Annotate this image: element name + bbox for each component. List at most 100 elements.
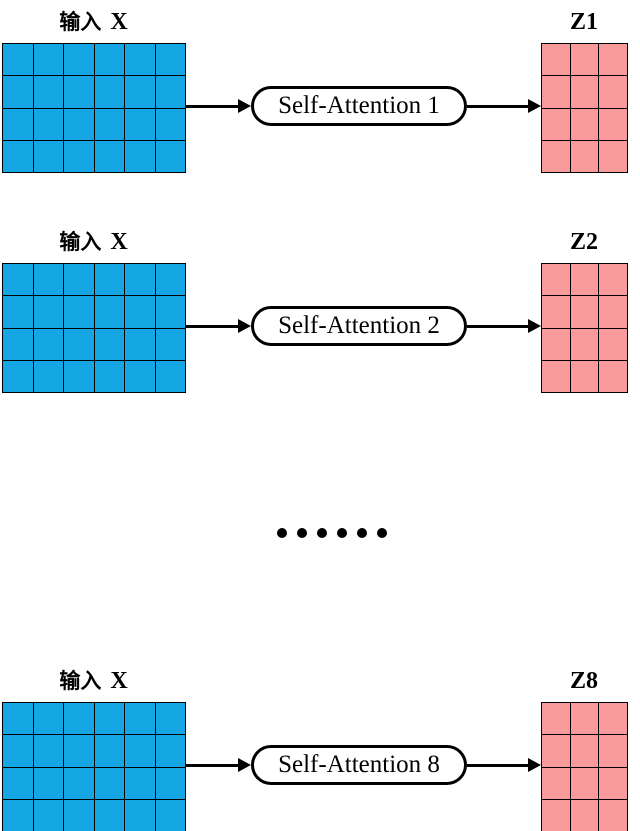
matrix-cell [64, 108, 94, 140]
matrix-cell [94, 108, 124, 140]
matrix-cell [125, 360, 155, 392]
self-attention-label: Self-Attention 1 [278, 92, 440, 119]
arrow-input-to-attention [185, 758, 251, 772]
matrix-cell [570, 735, 599, 767]
matrix-cell [3, 76, 33, 108]
arrow-input-to-attention [185, 319, 251, 333]
matrix-cell [3, 360, 33, 392]
matrix-cell [33, 76, 63, 108]
matrix-cell [542, 735, 570, 767]
attention-row-2: 输入 X Self-Attention 2 Z2 [0, 228, 640, 393]
matrix-cell [3, 799, 33, 831]
arrowhead-icon [238, 758, 251, 772]
matrix-cell [125, 735, 155, 767]
attention-row-8: 输入 X Self-Attention 8 Z8 [0, 667, 640, 831]
matrix-cell [155, 360, 185, 392]
matrix-cell [599, 328, 627, 360]
arrow-attention-to-output [467, 758, 541, 772]
matrix-cell [155, 140, 185, 172]
matrix-cell [599, 767, 627, 799]
matrix-cell [3, 108, 33, 140]
output-label: Z1 [569, 9, 598, 35]
arrow-shaft [185, 104, 238, 108]
input-label-x: X [110, 668, 128, 694]
matrix-cell [33, 767, 63, 799]
matrix-cell [33, 140, 63, 172]
arrowhead-icon [528, 99, 541, 113]
matrix-cell [64, 296, 94, 328]
matrix-cell [64, 44, 94, 76]
matrix-cell [599, 264, 627, 296]
matrix-cell [155, 799, 185, 831]
dot [357, 528, 367, 538]
arrow-shaft [467, 763, 528, 767]
matrix-cell [3, 140, 33, 172]
arrow-shaft [185, 763, 238, 767]
matrix-cell [570, 799, 599, 831]
matrix-cell [599, 735, 627, 767]
matrix-cell [155, 328, 185, 360]
self-attention-box: Self-Attention 8 [251, 745, 467, 785]
matrix-cell [155, 44, 185, 76]
dot [377, 528, 387, 538]
matrix-cell [155, 735, 185, 767]
input-matrix [2, 43, 186, 173]
matrix-cell [570, 360, 599, 392]
arrow-input-to-attention [185, 99, 251, 113]
matrix-cell [599, 108, 627, 140]
arrow-attention-to-output [467, 99, 541, 113]
matrix-cell [125, 799, 155, 831]
matrix-cell [570, 108, 599, 140]
matrix-cell [542, 360, 570, 392]
matrix-cell [542, 44, 570, 76]
matrix-cell [3, 44, 33, 76]
matrix-cell [33, 44, 63, 76]
output-label: Z8 [569, 668, 598, 694]
self-attention-box: Self-Attention 1 [251, 86, 467, 126]
input-label: 输入 X [2, 228, 185, 256]
matrix-cell [155, 767, 185, 799]
matrix-cell [599, 360, 627, 392]
matrix-cell [33, 108, 63, 140]
self-attention-label: Self-Attention 2 [278, 312, 440, 339]
matrix-cell [570, 328, 599, 360]
matrix-cell [599, 76, 627, 108]
matrix-cell [33, 703, 63, 735]
matrix-cell [125, 76, 155, 108]
matrix-cell [64, 799, 94, 831]
input-label: 输入 X [2, 8, 185, 36]
matrix-cell [33, 296, 63, 328]
input-label-cn: 输入 [59, 670, 102, 693]
matrix-cell [599, 44, 627, 76]
arrowhead-icon [528, 319, 541, 333]
matrix-cell [542, 108, 570, 140]
matrix-cell [94, 360, 124, 392]
matrix-cell [3, 264, 33, 296]
matrix-cell [542, 296, 570, 328]
matrix-cell [64, 76, 94, 108]
matrix-cell [155, 703, 185, 735]
matrix-cell [542, 799, 570, 831]
matrix-cell [542, 140, 570, 172]
matrix-cell [155, 296, 185, 328]
matrix-cell [542, 76, 570, 108]
input-matrix [2, 702, 186, 831]
matrix-cell [570, 264, 599, 296]
matrix-cell [33, 799, 63, 831]
arrow-shaft [185, 324, 238, 328]
dot [277, 528, 287, 538]
matrix-cell [125, 108, 155, 140]
matrix-cell [3, 328, 33, 360]
matrix-cell [64, 328, 94, 360]
matrix-cell [125, 767, 155, 799]
matrix-cell [125, 140, 155, 172]
matrix-cell [599, 296, 627, 328]
matrix-cell [94, 735, 124, 767]
matrix-cell [599, 140, 627, 172]
matrix-cell [33, 735, 63, 767]
matrix-cell [125, 44, 155, 76]
matrix-cell [570, 703, 599, 735]
dot [297, 528, 307, 538]
ellipsis-dots [277, 528, 387, 538]
matrix-cell [94, 328, 124, 360]
